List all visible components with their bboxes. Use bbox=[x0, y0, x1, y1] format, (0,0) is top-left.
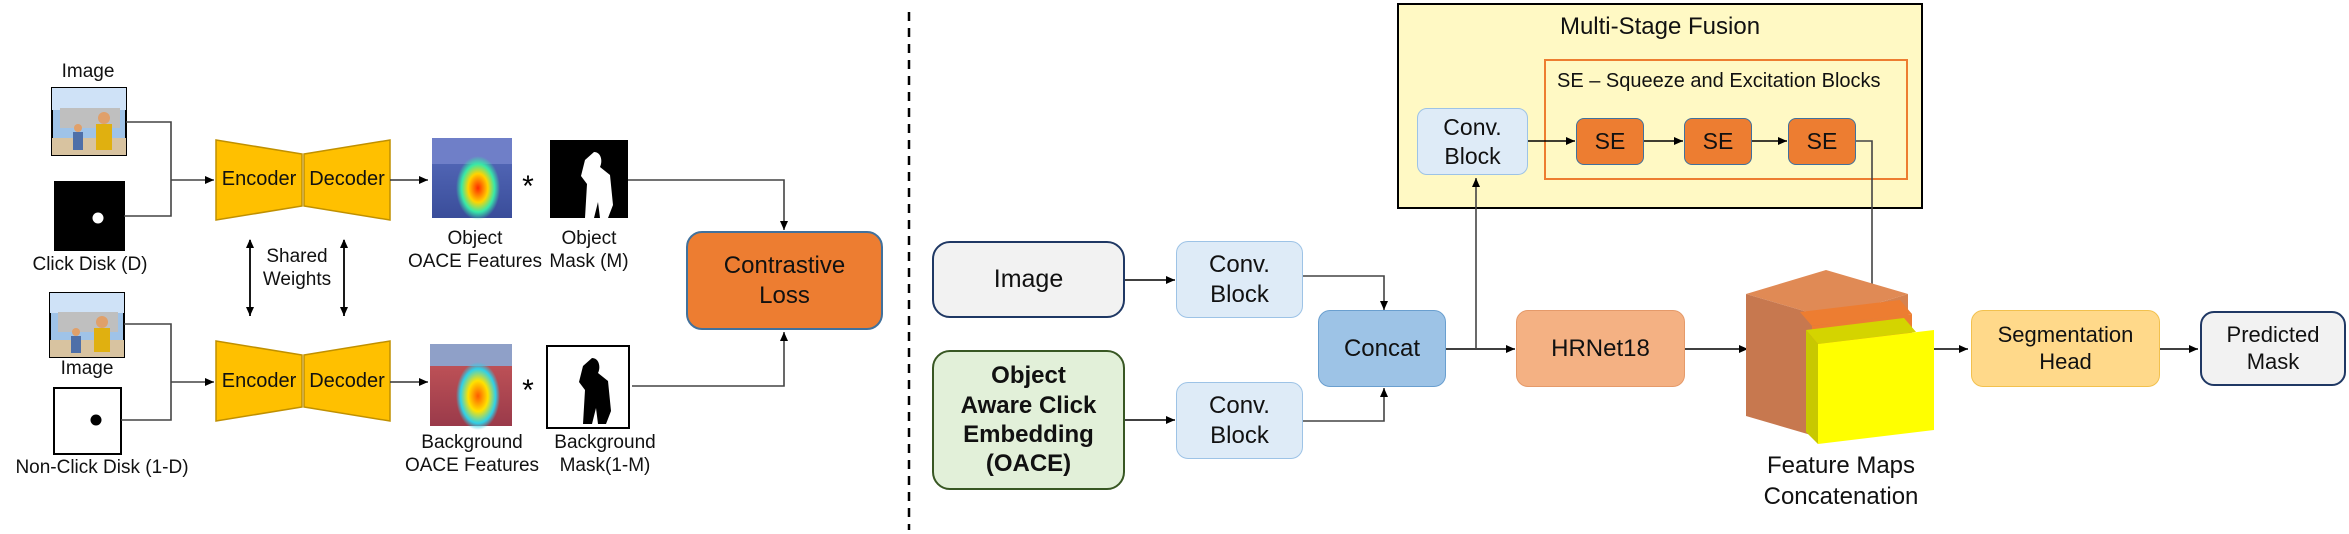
encoder-label-bottom: Encoder bbox=[221, 370, 297, 392]
click-disk-label: Click Disk (D) bbox=[32, 254, 148, 275]
se-blocks-group bbox=[1544, 59, 1908, 180]
decoder-label-top: Decoder bbox=[309, 168, 385, 190]
arrow-object-mask-to-loss bbox=[628, 179, 788, 230]
non-click-disk-label: Non-Click Disk (1-D) bbox=[15, 457, 189, 478]
arrow-se3-to-feature-maps bbox=[1856, 140, 1876, 322]
image-input-box: Image bbox=[932, 241, 1125, 318]
se-title: SE – Squeeze and Excitation Blocks bbox=[1557, 70, 1881, 92]
object-mask-line2: Mask (M) bbox=[549, 250, 629, 272]
connectors-left-top bbox=[121, 121, 214, 421]
encoder-label-top: Encoder bbox=[221, 168, 297, 190]
conv-block-bottom-line2: Block bbox=[1210, 421, 1269, 449]
conv-block-bottom-line1: Conv. bbox=[1209, 392, 1270, 420]
background-mask-label: Background Mask(1-M) bbox=[530, 432, 680, 478]
oace-line4: (OACE) bbox=[985, 450, 1072, 478]
contrastive-loss-line2: Loss bbox=[759, 281, 810, 309]
non-click-disk-image bbox=[53, 387, 122, 455]
shared-weights-line1: Shared bbox=[266, 246, 328, 267]
decoder-block-top bbox=[303, 139, 391, 221]
predicted-line1: Predicted bbox=[2226, 321, 2320, 347]
conv-block-bottom: Conv. Block bbox=[1176, 382, 1303, 459]
object-mask-label: Object Mask (M) bbox=[534, 228, 644, 274]
encoder-block-bottom bbox=[215, 340, 303, 422]
object-oace-feature-map bbox=[432, 138, 512, 220]
shared-weights-line2: Weights bbox=[262, 268, 332, 290]
msf-conv-block: Conv. Block bbox=[1417, 108, 1528, 175]
oace-line2: Aware Click bbox=[960, 391, 1097, 419]
feature-maps-label: Feature Maps Concatenation bbox=[1736, 450, 1946, 512]
conv-block-top-line2: Block bbox=[1210, 280, 1269, 308]
se-block-1: SE bbox=[1576, 118, 1644, 165]
multiply-symbol-top: * bbox=[522, 170, 534, 203]
object-features-line1: Object bbox=[447, 228, 503, 249]
se-block-3: SE bbox=[1788, 118, 1856, 165]
background-mask-line1: Background bbox=[554, 432, 656, 453]
oace-input-box: Object Aware Click Embedding (OACE) bbox=[932, 350, 1125, 490]
background-features-label: Background OACE Features bbox=[396, 432, 548, 478]
input-image-thumbnail-bottom bbox=[49, 292, 125, 358]
conv-block-top-line1: Conv. bbox=[1209, 251, 1270, 279]
feature-maps-line2: Concatenation bbox=[1763, 483, 1919, 511]
arrow-background-mask-to-loss bbox=[632, 332, 788, 387]
oace-line3: Embedding bbox=[963, 421, 1094, 448]
segmentation-head-box: Segmentation Head bbox=[1971, 310, 2160, 387]
background-mask-image bbox=[546, 345, 630, 429]
background-features-line1: Background bbox=[421, 432, 523, 453]
concat-box: Concat bbox=[1318, 310, 1446, 387]
se-block-2: SE bbox=[1684, 118, 1752, 165]
decoder-block-bottom bbox=[303, 340, 391, 422]
contrastive-loss-box: Contrastive Loss bbox=[686, 231, 883, 330]
encoder-block-top bbox=[215, 139, 303, 221]
msf-conv-line1: Conv. bbox=[1443, 114, 1502, 141]
multiply-symbol-bottom: * bbox=[522, 374, 534, 407]
background-mask-line2: Mask(1-M) bbox=[559, 454, 651, 476]
arrow-conv-top-to-concat bbox=[1303, 275, 1388, 310]
msf-conv-line2: Block bbox=[1444, 142, 1501, 169]
seg-head-line2: Head bbox=[2039, 348, 2092, 374]
conv-block-top: Conv. Block bbox=[1176, 241, 1303, 318]
arrow-conv-bottom-to-concat bbox=[1303, 388, 1388, 422]
background-features-line2: OACE Features bbox=[404, 454, 540, 476]
contrastive-loss-line1: Contrastive bbox=[723, 252, 846, 280]
object-mask-line1: Object bbox=[561, 228, 617, 249]
predicted-line2: Mask bbox=[2246, 348, 2300, 374]
oace-line1: Object bbox=[991, 362, 1066, 390]
seg-head-line1: Segmentation bbox=[1997, 321, 2134, 347]
image-label-bottom: Image bbox=[60, 358, 114, 379]
decoder-label-bottom: Decoder bbox=[309, 370, 385, 392]
hrnet-box: HRNet18 bbox=[1516, 310, 1685, 387]
shared-weights-label: Shared Weights bbox=[252, 246, 342, 292]
background-oace-feature-map bbox=[430, 344, 512, 430]
object-features-label: Object OACE Features bbox=[400, 228, 550, 274]
input-image-thumbnail-top bbox=[51, 87, 127, 156]
predicted-mask-box: Predicted Mask bbox=[2200, 311, 2346, 386]
msf-title: Multi-Stage Fusion bbox=[1559, 13, 1761, 40]
feature-maps-stack bbox=[1746, 270, 1934, 444]
object-mask-image bbox=[550, 140, 628, 218]
object-features-line2: OACE Features bbox=[407, 250, 543, 272]
feature-maps-line1: Feature Maps bbox=[1766, 452, 1916, 479]
click-disk-image bbox=[54, 181, 125, 251]
image-label-top: Image bbox=[61, 61, 115, 82]
